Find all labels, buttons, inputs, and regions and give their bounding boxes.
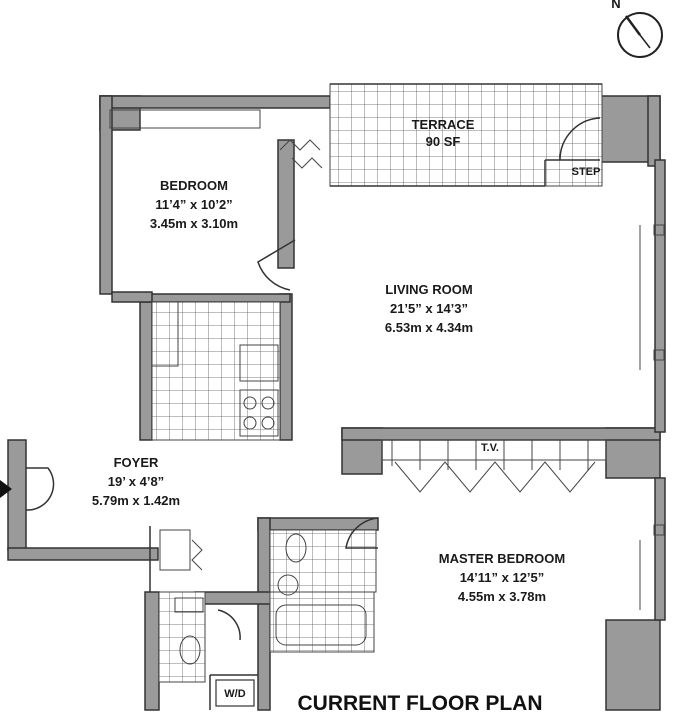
compass-north-label: N <box>611 0 620 11</box>
bathroom-foyer <box>158 591 206 683</box>
washer-dryer-label: W/D <box>224 688 245 700</box>
terrace-name: TERRACE <box>412 117 475 132</box>
master-bedroom-imperial: 14’11” x 12’5” <box>460 570 545 585</box>
walls <box>7 95 666 711</box>
kitchen <box>151 301 281 441</box>
master-bedroom-metric: 4.55m x 3.78m <box>458 589 546 604</box>
bedroom-imperial: 11’4” x 10’2” <box>155 197 232 212</box>
page-title: CURRENT FLOOR PLAN <box>298 692 543 715</box>
windows <box>639 224 665 610</box>
foyer-metric: 5.79m x 1.42m <box>92 493 180 508</box>
doors <box>25 239 379 710</box>
living-room-name: LIVING ROOM <box>385 282 472 297</box>
compass-icon <box>617 12 663 58</box>
entry-arrow <box>0 480 12 498</box>
living-room-metric: 6.53m x 4.34m <box>385 320 473 335</box>
terrace-area: 90 SF <box>426 134 461 149</box>
terrace <box>329 83 603 187</box>
foyer-imperial: 19’ x 4’8” <box>108 474 164 489</box>
bathroom-master <box>269 529 377 653</box>
living-room-imperial: 21’5” x 14’3” <box>390 301 468 316</box>
step-label: STEP <box>572 166 601 178</box>
closets <box>109 109 607 571</box>
bedroom-name: BEDROOM <box>160 178 228 193</box>
bedroom-metric: 3.45m x 3.10m <box>150 216 238 231</box>
foyer-name: FOYER <box>114 455 159 470</box>
tv-label: T.V. <box>481 442 499 454</box>
master-bedroom-name: MASTER BEDROOM <box>439 551 565 566</box>
